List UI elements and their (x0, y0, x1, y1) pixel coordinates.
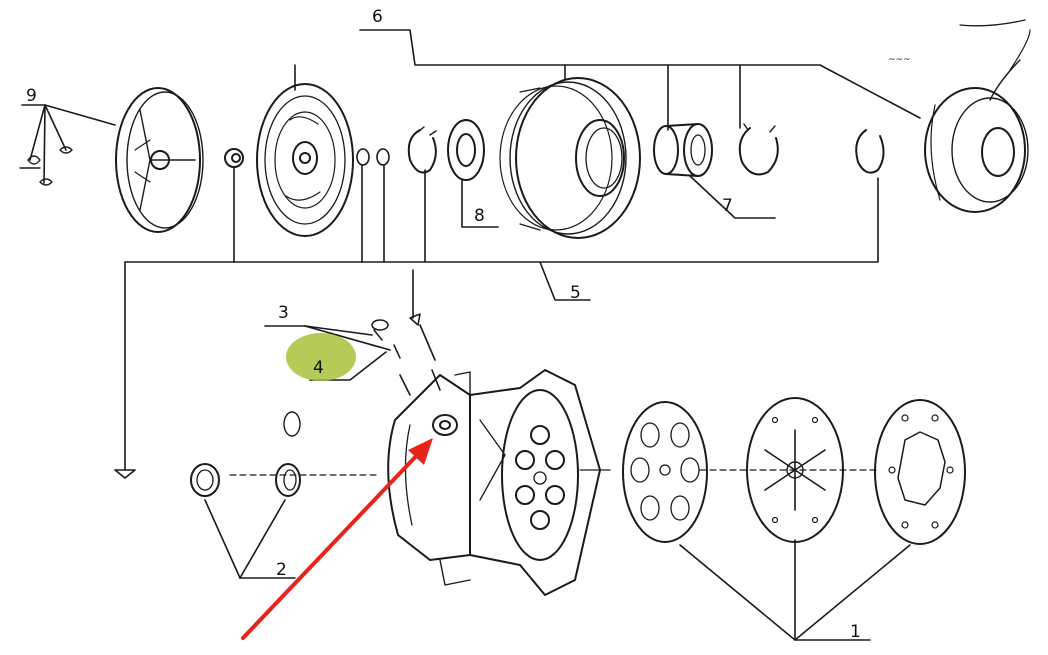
highlight-ellipse (286, 333, 356, 381)
callout-9: 9 (26, 86, 37, 106)
inner-snap-ring-part (855, 129, 885, 174)
reed-valve-part (746, 397, 844, 543)
callout-3: 3 (278, 303, 289, 323)
callout-5: 5 (570, 283, 581, 303)
red-arrow-icon (241, 438, 433, 640)
small-fasteners-9 (19, 146, 73, 186)
callout-8: 8 (474, 206, 485, 226)
callout-1: 1 (850, 622, 861, 642)
retaining-ring-part (738, 123, 779, 176)
svg-text:~~~: ~~~ (888, 55, 911, 65)
screw-part (371, 313, 421, 359)
callout-2: 2 (276, 560, 287, 580)
leader-lines (21, 29, 921, 641)
callout-7: 7 (722, 196, 733, 216)
front-plate-part (115, 87, 204, 233)
seal-set-part (190, 411, 301, 497)
bearing-ring-part (447, 119, 485, 181)
armature-plate-part (256, 83, 354, 237)
clutch-assembly-row: ~~~ (115, 19, 1031, 239)
valve-plate-part (622, 401, 708, 543)
callout-4: 4 (313, 358, 324, 378)
shim-pair-part (356, 148, 390, 166)
bearing-part (653, 123, 713, 177)
field-coil-part: ~~~ (888, 19, 1031, 213)
gasket-part (874, 399, 966, 545)
pulley-part (499, 77, 641, 239)
compressor-body-row (190, 313, 966, 596)
front-head-part (387, 371, 471, 586)
shaft-washer-part (224, 148, 244, 168)
cylinder-block-part (469, 369, 611, 596)
snap-ring-part (407, 126, 437, 174)
callout-6: 6 (372, 7, 383, 27)
